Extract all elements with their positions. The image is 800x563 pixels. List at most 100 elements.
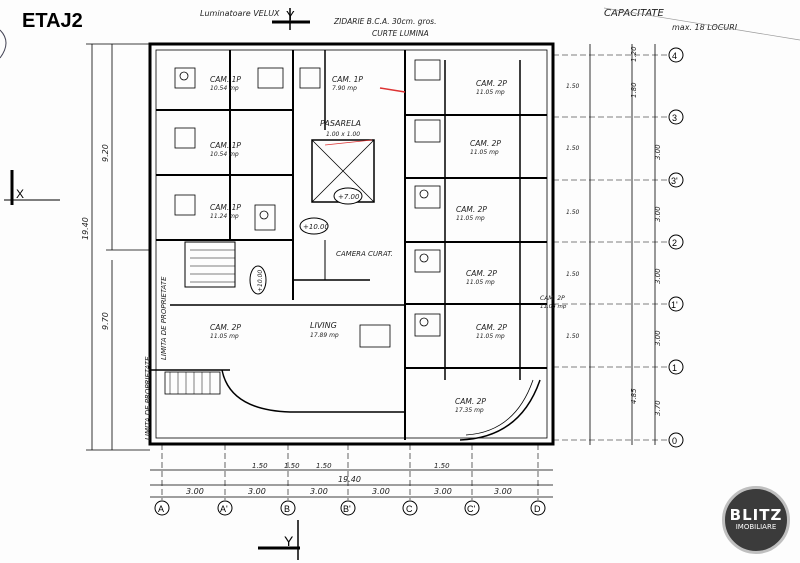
room-label: CAM. 1P: [332, 75, 363, 84]
courtyard-note: CURTE LUMINA: [372, 29, 429, 38]
axis-y-bottom-label: Y: [284, 533, 294, 549]
column-axis-bubbles: A A' B B' C C' D: [154, 500, 546, 516]
living-label: LIVING: [310, 321, 337, 330]
column-axis-label: A': [220, 504, 228, 514]
room-label: CAM. 2P: [540, 295, 565, 302]
wall-note: ZIDARIE B.C.A. 30cm. gros.: [333, 17, 436, 26]
room-label: CAM. 1P: [210, 141, 241, 150]
living-area: 17.89 mp: [310, 332, 339, 339]
bathroom-fixtures: [174, 59, 441, 348]
room-area: 11.03 mp: [540, 304, 567, 310]
cleaning-room-label: CAMERA CURAT.: [336, 250, 393, 258]
bottom-dimension: 3.00: [310, 487, 328, 496]
room-label: CAM. 2P: [455, 397, 486, 406]
room-area: 10.54 mp: [210, 85, 239, 92]
window-dimension: 1.50: [566, 209, 580, 216]
row-axis-label: 3: [672, 113, 677, 123]
room-area: 11.05 mp: [476, 333, 505, 340]
right-dimension: 3.00: [654, 206, 662, 222]
row-axis-label: 4: [672, 51, 677, 61]
red-accent-2: [324, 139, 373, 146]
level-marker-1: +10.00: [303, 223, 329, 231]
window-dimension: 1.50: [566, 333, 580, 340]
row-axis-label: 3': [671, 176, 678, 186]
capacity-underline: [603, 7, 800, 41]
column-axis-label: C': [467, 504, 475, 514]
blitz-logo: BLITZ IMOBILIARE: [722, 486, 790, 554]
passage-size: 1.00 x 1.00: [326, 131, 360, 138]
window-dimension: 1.50: [566, 145, 580, 152]
left-dimension: 19.40: [81, 217, 90, 240]
row-axis-label: 0: [672, 436, 677, 446]
window-dimension: 1.50: [284, 462, 300, 470]
left-dimension: 9.70: [101, 312, 110, 330]
room-label: CAM. 2P: [470, 139, 501, 148]
right-dimension: 3.00: [654, 268, 662, 284]
right-dimension-lines: [589, 44, 656, 445]
right-dimension: 4.85: [630, 388, 638, 404]
floor-title: ETAJ2: [22, 10, 83, 32]
row-axis-label: 1': [671, 300, 678, 310]
level-marker-3: +10.00: [257, 270, 264, 292]
level-marker-2: +7.00: [338, 193, 360, 201]
window-dimension-labels: 1.50 1.50 1.50 1.50 1.50: [566, 83, 580, 340]
left-dimension: 9.20: [101, 144, 110, 162]
right-dimension: 1.80: [630, 82, 638, 98]
room-area: 11.05 mp: [470, 149, 499, 156]
right-dimension: 1.20: [630, 46, 638, 62]
row-axis-bubbles: 4 3 3' 2 1' 1 0: [668, 47, 684, 448]
column-axis-label: A: [158, 504, 164, 514]
room-area: 10.54 mp: [210, 151, 239, 158]
bottom-dimension-lines: [150, 469, 553, 498]
level-markers: +10.00 +7.00 +10.00: [249, 187, 363, 295]
window-dimension: 1.50: [566, 271, 580, 278]
passage-label: PASARELA: [320, 119, 361, 128]
window-dimension: 1.50: [434, 462, 450, 470]
corner-mark: [0, 29, 7, 59]
right-dimension: 3.70: [654, 400, 662, 416]
row-axis-label: 1: [672, 363, 677, 373]
room-area: 11.05 mp: [456, 215, 485, 222]
room-area: 17.35 mp: [455, 407, 484, 414]
window-dimension: 1.50: [316, 462, 332, 470]
property-limit-left: LIMITA DE PROPRIETATE: [144, 356, 152, 440]
room-label: CAM. 2P: [466, 269, 497, 278]
bottom-total-dimension: 19.40: [338, 475, 361, 484]
right-dimension-labels: 1.20 1.80 3.00 3.00 3.00 3.00 4.85 3.70: [630, 46, 662, 416]
room-label: CAM. 2P: [476, 323, 507, 332]
row-axis-label: 2: [672, 238, 677, 248]
room-label: CAM. 1P: [210, 203, 241, 212]
column-axis-label: D: [534, 504, 541, 514]
room-label: CAM. 1P: [210, 75, 241, 84]
building-outline: [148, 42, 555, 446]
bottom-dimension: 3.00: [434, 487, 452, 496]
room-area: 11.05 mp: [466, 279, 495, 286]
axis-x-label: X: [16, 187, 24, 201]
bottom-dimension: 3.00: [186, 487, 204, 496]
right-dimension: 3.00: [654, 144, 662, 160]
left-dimension-lines: [86, 43, 150, 451]
right-dimension: 3.00: [654, 330, 662, 346]
window-dimension: 1.50: [252, 462, 268, 470]
bottom-dimension: 3.00: [248, 487, 266, 496]
window-dimension: 1.50: [566, 83, 580, 90]
room-area: 7.90 mp: [332, 85, 357, 92]
red-accent-1: [379, 87, 406, 93]
column-axis-label: B': [343, 504, 351, 514]
room-area: 11.05 mp: [210, 333, 239, 340]
bottom-dimension: 3.00: [494, 487, 512, 496]
room-area: 11.24 mp: [210, 213, 239, 220]
bottom-dimension: 3.00: [372, 487, 390, 496]
logo-line-2: IMOBILIARE: [735, 523, 777, 531]
bottom-small-dimensions: 1.50 1.50 1.50 1.50: [252, 462, 450, 470]
skylight-note: Luminatoare VELUX: [200, 9, 280, 18]
room-label: CAM. 2P: [476, 79, 507, 88]
logo-line-1: BLITZ: [729, 506, 783, 524]
room-area: 11.05 mp: [476, 89, 505, 96]
property-limit-right: LIMITA DE PROPRIETATE: [160, 276, 168, 360]
column-axis-label: C: [406, 504, 413, 514]
room-label: CAM. 2P: [456, 205, 487, 214]
capacity-value: max. 18 LOCURI: [672, 23, 738, 32]
